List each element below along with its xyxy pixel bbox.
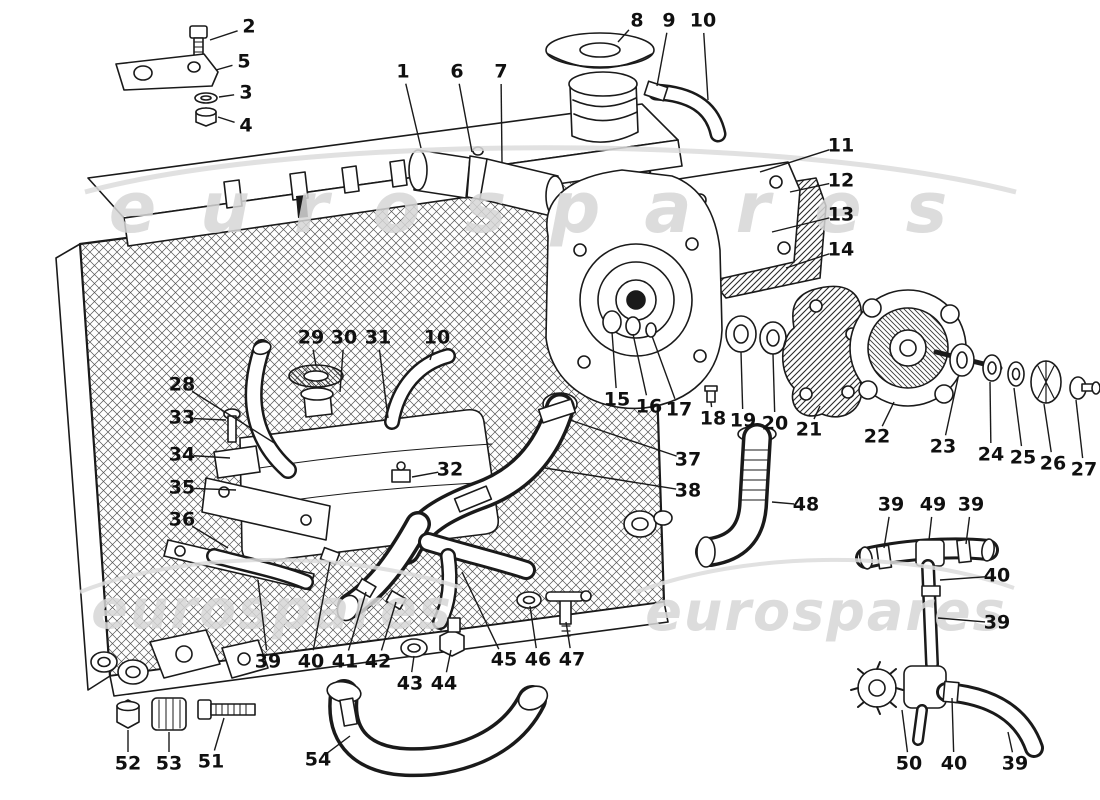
watermark-swoosh bbox=[79, 558, 463, 594]
part-number-label[interactable]: 47 bbox=[558, 648, 586, 671]
part-number-label[interactable]: 16 bbox=[635, 395, 663, 418]
mounting-hardware-bottom-left bbox=[116, 697, 256, 731]
hose-clamp bbox=[537, 398, 577, 424]
part-number-label[interactable]: 39 bbox=[983, 611, 1011, 634]
part-number-label[interactable]: 49 bbox=[919, 493, 947, 516]
part-number-label[interactable]: 9 bbox=[662, 9, 676, 32]
part-number-label[interactable]: 3 bbox=[239, 81, 253, 104]
part-number-label[interactable]: 10 bbox=[689, 9, 717, 32]
part-number-label[interactable]: 7 bbox=[494, 60, 508, 83]
part-number-label[interactable]: 12 bbox=[827, 169, 855, 192]
part-number-label[interactable]: 34 bbox=[168, 443, 196, 466]
part-number-label[interactable]: 31 bbox=[364, 326, 392, 349]
part-number-label[interactable]: 30 bbox=[330, 326, 358, 349]
mounting-hardware-top-left bbox=[115, 25, 219, 127]
part-number-label[interactable]: 27 bbox=[1070, 458, 1098, 481]
part-number-label[interactable]: 45 bbox=[490, 648, 518, 671]
part-number-label[interactable]: 41 bbox=[331, 650, 359, 673]
part-number-label[interactable]: 32 bbox=[436, 458, 464, 481]
part-number-label[interactable]: 15 bbox=[603, 388, 631, 411]
part-number-label[interactable]: 19 bbox=[729, 409, 757, 432]
part-number-label[interactable]: 42 bbox=[364, 650, 392, 673]
part-number-label[interactable]: 5 bbox=[237, 50, 251, 73]
part-number-label[interactable]: 39 bbox=[1001, 752, 1029, 775]
part-number-label[interactable]: 26 bbox=[1039, 452, 1067, 475]
part-number-label[interactable]: 54 bbox=[304, 748, 332, 771]
part-number-label[interactable]: 6 bbox=[450, 60, 464, 83]
part-number-label[interactable]: 43 bbox=[396, 672, 424, 695]
part-number-label[interactable]: 40 bbox=[940, 752, 968, 775]
ribbed-hose bbox=[695, 423, 777, 568]
part-number-label[interactable]: 10 bbox=[423, 326, 451, 349]
part-number-label[interactable]: 24 bbox=[977, 443, 1005, 466]
lower-pipe-assembly bbox=[319, 511, 536, 630]
part-number-label[interactable]: 13 bbox=[827, 203, 855, 226]
bottom-radiator-hose bbox=[326, 679, 549, 778]
part-number-label[interactable]: 46 bbox=[524, 648, 552, 671]
part-number-label[interactable]: 38 bbox=[674, 479, 702, 502]
part-number-label[interactable]: 28 bbox=[168, 373, 196, 396]
rubber-bushing bbox=[151, 697, 187, 731]
water-pump-housing bbox=[542, 169, 723, 416]
part-number-label[interactable]: 20 bbox=[761, 412, 789, 435]
part-number-label[interactable]: 39 bbox=[957, 493, 985, 516]
part-number-label[interactable]: 21 bbox=[795, 418, 823, 441]
lower-left-hose bbox=[206, 548, 314, 590]
part-number-label[interactable]: 33 bbox=[168, 406, 196, 429]
hose-clamp bbox=[956, 538, 972, 564]
part-number-label[interactable]: 1 bbox=[396, 60, 410, 83]
part-number-label[interactable]: 35 bbox=[168, 476, 196, 499]
part-number-label[interactable]: 50 bbox=[895, 752, 923, 775]
part-number-label[interactable]: 51 bbox=[197, 750, 225, 773]
part-number-label[interactable]: 18 bbox=[699, 407, 727, 430]
shaft-and-impeller bbox=[933, 343, 1100, 404]
watermark-swoosh bbox=[635, 558, 1015, 594]
part-number-label[interactable]: 4 bbox=[239, 114, 253, 137]
part-number-label[interactable]: 40 bbox=[983, 564, 1011, 587]
part-number-label[interactable]: 53 bbox=[155, 752, 183, 775]
heater-tee-assembly bbox=[850, 537, 1044, 758]
part-number-label[interactable]: 37 bbox=[674, 448, 702, 471]
part-number-label[interactable]: 39 bbox=[877, 493, 905, 516]
part-number-label[interactable]: 39 bbox=[254, 650, 282, 673]
part-number-label[interactable]: 23 bbox=[929, 435, 957, 458]
overflow-hose bbox=[643, 80, 727, 143]
hose-clamp bbox=[453, 485, 493, 513]
part-number-label[interactable]: 52 bbox=[114, 752, 142, 775]
part-number-label[interactable]: 29 bbox=[297, 326, 325, 349]
watermark-text: eurospares bbox=[109, 167, 992, 249]
part-number-label[interactable]: 22 bbox=[863, 425, 891, 448]
part-number-label[interactable]: 25 bbox=[1009, 446, 1037, 469]
part-number-label[interactable]: 2 bbox=[242, 15, 256, 38]
watermark-swoosh bbox=[84, 145, 1017, 195]
part-number-label[interactable]: 11 bbox=[827, 134, 855, 157]
part-number-label[interactable]: 14 bbox=[827, 238, 855, 261]
watermark-text: eurospares bbox=[645, 580, 1006, 643]
part-number-label[interactable]: 44 bbox=[430, 672, 458, 695]
part-number-label[interactable]: 48 bbox=[792, 493, 820, 516]
wire-clamp bbox=[391, 461, 411, 483]
part-number-label[interactable]: 36 bbox=[168, 508, 196, 531]
part-number-label[interactable]: 40 bbox=[297, 650, 325, 673]
part-number-label[interactable]: 17 bbox=[665, 398, 693, 421]
part-number-label[interactable]: 8 bbox=[630, 9, 644, 32]
